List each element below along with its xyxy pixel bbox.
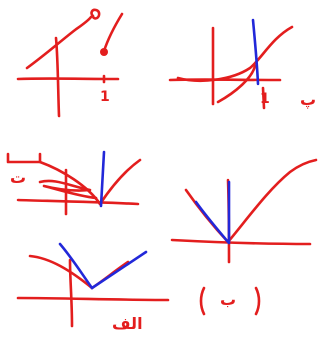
panel-middle-left-tangent[interactable] [99,150,106,208]
panel-top-right [168,18,294,110]
panel-top-right-letter: پ [300,90,317,109]
panel-top-left-filled-point [100,48,108,56]
panel-top-left-curve-right [102,12,124,53]
panel-middle-right [170,158,318,264]
panel-bottom-left-tangent-left[interactable] [58,242,94,290]
panel-bottom-left [16,242,170,328]
panel-middle-right-curve-right [226,158,318,244]
panel-bottom-left-tangent-right[interactable] [90,250,148,290]
label-decorations [6,152,261,316]
panel-top-left-y-axis [54,36,61,118]
panel-top-right-cusp-curve [216,64,257,104]
panel-bottom-left-x-axis [16,296,170,302]
panel-top-left-tick-label: 1 [100,89,110,105]
panel-bottom-left-y-axis [68,258,74,328]
panel-bottom-middle-letter: ب [220,290,237,309]
label-paren-bottom-middle [199,286,261,316]
label-bracket-middle-left [6,152,42,164]
panel-middle-left-x-axis [16,198,140,206]
panel-middle-left [16,150,142,216]
panel-top-left [16,8,124,118]
panel-top-left-open-point [90,8,101,20]
panel-middle-left-scribble [38,179,98,200]
panel-bottom-left-letter: الف [112,314,143,333]
panel-top-right-tangent[interactable] [251,18,260,86]
panel-top-right-tick [261,86,266,110]
panel-middle-right-tangent-left[interactable] [194,200,230,244]
panel-top-left-curve [25,15,93,70]
panel-bottom-left-curve-left [28,254,94,290]
panel-middle-left-curve-right [98,158,142,206]
panel-top-right-curve [176,25,294,83]
panel-top-right-tick-label: 1 [260,91,270,107]
panel-middle-left-letter: ت [10,168,27,187]
panel-middle-right-x-axis [170,238,312,246]
